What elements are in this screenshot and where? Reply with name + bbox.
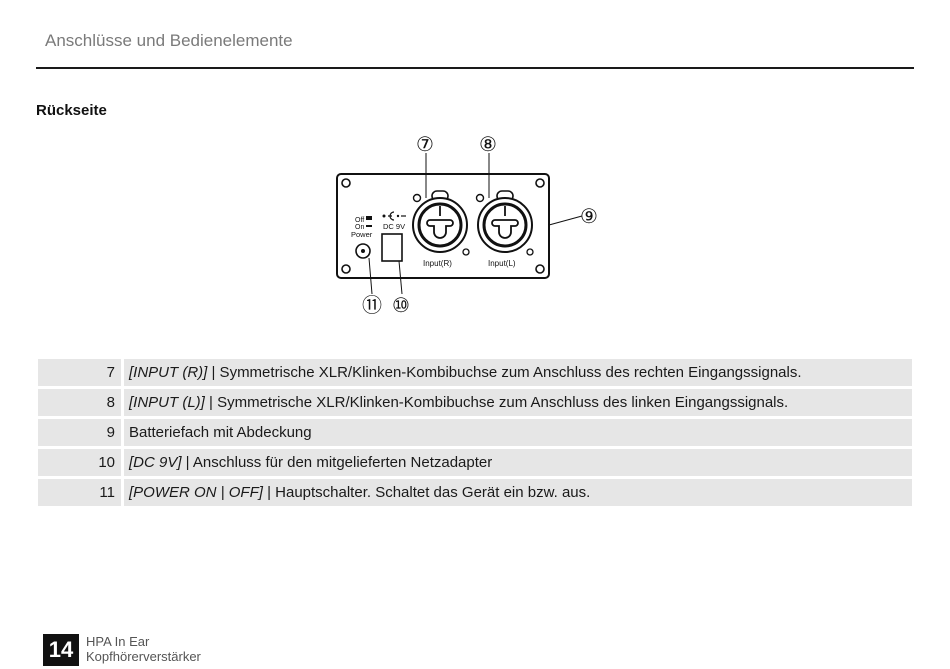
footer-subtitle: Kopfhörerverstärker bbox=[86, 649, 201, 664]
screw-bottom-right bbox=[535, 264, 545, 274]
callout-7: ⑦ bbox=[416, 134, 434, 156]
callout-9: ⑨ bbox=[580, 206, 598, 228]
row-key: [POWER ON | OFF] bbox=[129, 484, 263, 501]
row-description: Batteriefach mit Abdeckung bbox=[124, 419, 912, 446]
jack-l-xlr bbox=[491, 219, 519, 239]
row-key: [INPUT (L)] bbox=[129, 394, 205, 411]
page-number: 14 bbox=[43, 634, 79, 666]
table-row: 11 [POWER ON | OFF] | Hauptschalter. Sch… bbox=[38, 479, 912, 506]
row-text: | Anschluss für den mitgelieferten Netza… bbox=[181, 454, 493, 471]
callout-11-line bbox=[368, 257, 373, 295]
jack-r-led bbox=[412, 193, 422, 203]
connections-table: 7 [INPUT (R)] | Symmetrische XLR/Klinken… bbox=[38, 359, 912, 509]
callout-9-line bbox=[548, 215, 583, 226]
row-text: | Symmetrische XLR/Klinken-Kombibuchse z… bbox=[204, 394, 789, 411]
row-text: Batteriefach mit Abdeckung bbox=[129, 424, 312, 441]
row-number: 7 bbox=[38, 359, 121, 386]
jack-r-xlr bbox=[426, 219, 454, 239]
row-description: [INPUT (L)] | Symmetrische XLR/Klinken-K… bbox=[124, 389, 912, 416]
off-label: Off bbox=[355, 217, 364, 224]
row-text: | Hauptschalter. Schaltet das Gerät ein … bbox=[262, 484, 591, 501]
row-description: [POWER ON | OFF] | Hauptschalter. Schalt… bbox=[124, 479, 912, 506]
row-description: [DC 9V] | Anschluss für den mitgeliefert… bbox=[124, 449, 912, 476]
table-row: 7 [INPUT (R)] | Symmetrische XLR/Klinken… bbox=[38, 359, 912, 386]
footer-product: HPA In Ear bbox=[86, 634, 150, 649]
screw-top-left bbox=[341, 178, 351, 188]
row-key: [INPUT (R)] bbox=[129, 364, 208, 381]
jack-l-screw bbox=[526, 248, 534, 256]
power-label: Power bbox=[351, 230, 373, 239]
table-row: 8 [INPUT (L)] | Symmetrische XLR/Klinken… bbox=[38, 389, 912, 416]
row-number: 11 bbox=[38, 479, 121, 506]
row-number: 9 bbox=[38, 419, 121, 446]
row-number: 8 bbox=[38, 389, 121, 416]
table-row: 10 [DC 9V] | Anschluss für den mitgelief… bbox=[38, 449, 912, 476]
header-divider bbox=[36, 67, 914, 69]
section-title: Rückseite bbox=[36, 102, 107, 119]
power-switch-knob bbox=[361, 249, 365, 253]
row-text: | Symmetrische XLR/Klinken-Kombibuchse z… bbox=[207, 364, 802, 381]
callout-8: ⑧ bbox=[479, 134, 497, 156]
table-row: 9 Batteriefach mit Abdeckung bbox=[38, 419, 912, 446]
callout-11: ⑪ bbox=[362, 294, 382, 317]
dc-polarity-icon bbox=[382, 211, 406, 221]
callout-10-line bbox=[398, 260, 403, 295]
jack-r-screw bbox=[462, 248, 470, 256]
on-mark bbox=[366, 225, 372, 227]
input-r-label: Input(R) bbox=[423, 259, 452, 268]
callout-10: ⑩ bbox=[392, 295, 410, 317]
screw-bottom-left bbox=[341, 264, 351, 274]
dc-label: DC 9V bbox=[383, 222, 405, 231]
input-l-label: Input(L) bbox=[488, 259, 516, 268]
row-description: [INPUT (R)] | Symmetrische XLR/Klinken-K… bbox=[124, 359, 912, 386]
jack-l-led bbox=[475, 193, 485, 203]
row-number: 10 bbox=[38, 449, 121, 476]
row-key: [DC 9V] bbox=[129, 454, 182, 471]
off-mark bbox=[366, 216, 372, 220]
dc-jack bbox=[381, 233, 403, 262]
on-label: On bbox=[355, 224, 364, 231]
rear-panel-diagram: Off On Power DC 9V Input(R) I bbox=[320, 128, 620, 318]
page-header-title: Anschlüsse und Bedienelemente bbox=[45, 31, 293, 50]
screw-top-right bbox=[535, 178, 545, 188]
